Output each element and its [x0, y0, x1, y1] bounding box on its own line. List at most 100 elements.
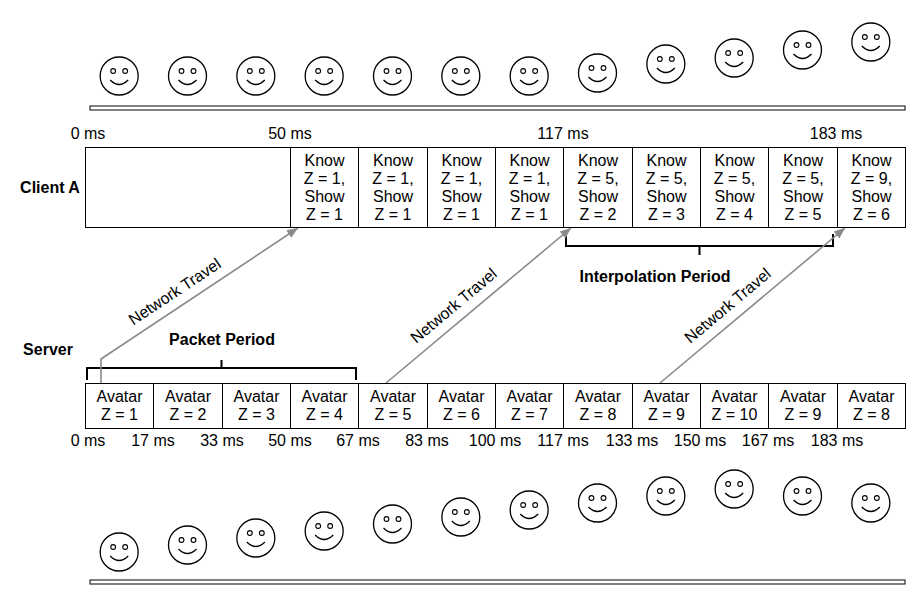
- connector-line: [101, 228, 298, 383]
- face-eye: [123, 69, 128, 74]
- client-frame-cell: Know Z = 5, Show Z = 3: [632, 147, 701, 228]
- face-eye: [657, 57, 662, 62]
- edge-label: Network Travel: [407, 265, 502, 349]
- face-outline: [715, 39, 753, 77]
- face-eye: [396, 69, 401, 74]
- smiley-face: [647, 477, 685, 515]
- cell-text: Avatar Z = 8: [573, 388, 623, 424]
- face-smile: [657, 68, 675, 73]
- cell-text: Know Z = 1, Show Z = 1: [505, 152, 555, 224]
- server-frame-cell: Avatar Z = 8: [837, 383, 906, 429]
- smiley-face: [647, 45, 685, 83]
- face-eye: [384, 517, 389, 522]
- face-eye: [669, 57, 674, 62]
- cell-text: Know Z = 9, Show Z = 6: [847, 152, 897, 224]
- smiley-face: [100, 533, 138, 571]
- face-eye: [452, 69, 457, 74]
- interpolation-bracket: [566, 234, 833, 255]
- time-tick: 50 ms: [268, 432, 312, 450]
- face-smile: [179, 549, 197, 554]
- client-frame-cell: Know Z = 1, Show Z = 1: [427, 147, 496, 228]
- face-smile: [589, 77, 607, 82]
- cell-text: Avatar Z = 5: [368, 388, 418, 424]
- cell-text: Avatar Z = 10: [710, 388, 760, 424]
- time-tick: 117 ms: [537, 125, 588, 143]
- face-eye: [806, 43, 811, 48]
- time-tick: 100 ms: [469, 432, 521, 450]
- cell-text: Know Z = 5, Show Z = 3: [642, 152, 692, 224]
- face-eye: [247, 531, 252, 536]
- face-eye: [521, 69, 526, 74]
- server-frame-cell: Avatar Z = 9: [768, 383, 838, 429]
- time-tick: 167 ms: [742, 432, 794, 450]
- smiley-face: [784, 477, 822, 515]
- face-eye: [862, 496, 867, 501]
- network-arrow: [660, 228, 845, 383]
- row-label: Client A: [20, 179, 80, 197]
- face-smile: [794, 500, 812, 505]
- time-tick: 117 ms: [537, 432, 588, 450]
- face-eye: [111, 69, 116, 74]
- smiley-face: [510, 491, 548, 529]
- face-outline: [442, 57, 480, 95]
- face-smile: [452, 80, 470, 85]
- face-eye: [862, 35, 867, 40]
- bottom-ground-line: [90, 580, 905, 584]
- face-eye: [247, 69, 252, 74]
- cell-text: Avatar Z = 7: [505, 388, 555, 424]
- connector-line: [386, 228, 571, 383]
- face-eye: [328, 69, 333, 74]
- face-smile: [179, 80, 197, 85]
- face-eye: [328, 524, 333, 529]
- face-outline: [305, 512, 343, 550]
- server-frame-cell: Avatar Z = 9: [632, 383, 701, 429]
- client-frame-cell: Know Z = 1, Show Z = 1: [358, 147, 428, 228]
- face-smile: [862, 507, 880, 512]
- face-outline: [647, 45, 685, 83]
- arrow-head: [834, 228, 845, 239]
- smiley-face: [852, 484, 890, 522]
- face-smile: [589, 507, 607, 512]
- smiley-face: [169, 57, 207, 95]
- time-tick: 67 ms: [336, 432, 380, 450]
- face-eye: [179, 69, 184, 74]
- face-outline: [100, 57, 138, 95]
- face-eye: [794, 489, 799, 494]
- connector-line: [660, 228, 845, 383]
- face-eye: [521, 503, 526, 508]
- smiley-face: [442, 57, 480, 95]
- cell-text: Avatar Z = 6: [437, 388, 487, 424]
- packet-bracket: [87, 360, 356, 380]
- cell-text: Avatar Z = 1: [95, 388, 145, 424]
- arrow-head: [560, 228, 571, 239]
- face-eye: [589, 496, 594, 501]
- face-outline: [510, 491, 548, 529]
- face-eye: [111, 545, 116, 550]
- smiley-face: [305, 512, 343, 550]
- face-outline: [852, 23, 890, 61]
- time-tick: 83 ms: [405, 432, 449, 450]
- smiley-face: [579, 54, 617, 92]
- client-frame-cell: Know Z = 1, Show Z = 1: [495, 147, 564, 228]
- face-outline: [100, 533, 138, 571]
- face-eye: [464, 510, 469, 515]
- face-outline: [374, 505, 412, 543]
- face-outline: [510, 57, 548, 95]
- face-outline: [237, 519, 275, 557]
- time-tick: 0 ms: [71, 125, 106, 143]
- smiley-face: [169, 526, 207, 564]
- cell-text: Avatar Z = 8: [847, 388, 897, 424]
- cell-text: Avatar Z = 2: [163, 388, 213, 424]
- cell-text: Know Z = 1, Show Z = 1: [368, 152, 418, 224]
- top-ground-line: [90, 106, 905, 110]
- smiley-faces: [100, 23, 890, 571]
- face-smile: [384, 80, 402, 85]
- client-frame-cell: Know Z = 5, Show Z = 2: [563, 147, 633, 228]
- client-frame-cell: Know Z = 5, Show Z = 5: [768, 147, 838, 228]
- server-frame-cell: Avatar Z = 4: [290, 383, 359, 429]
- server-frame-cell: Avatar Z = 2: [153, 383, 223, 429]
- face-eye: [533, 503, 538, 508]
- time-tick: 50 ms: [268, 125, 312, 143]
- face-outline: [784, 31, 822, 69]
- face-eye: [806, 489, 811, 494]
